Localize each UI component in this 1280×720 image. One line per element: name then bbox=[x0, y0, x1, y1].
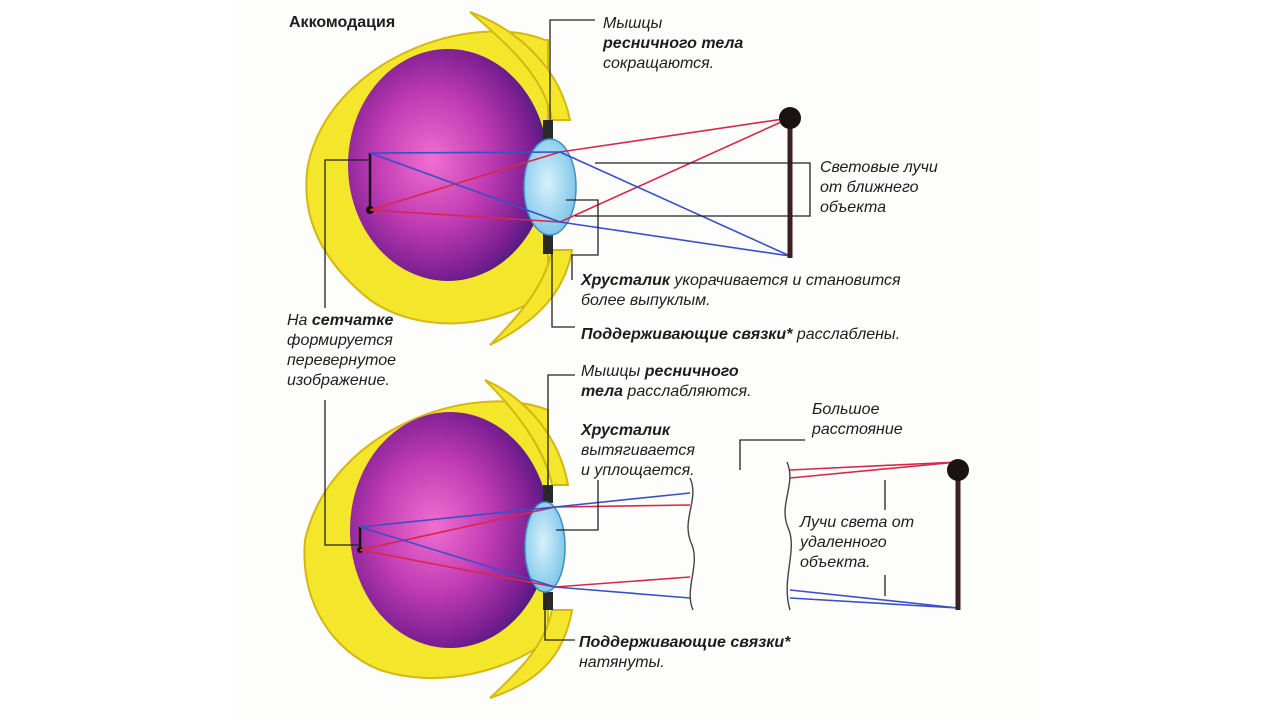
bottom-eyelid-lower bbox=[489, 609, 574, 699]
top-eyeball bbox=[348, 49, 548, 281]
top-muscles-label: Мышцы ресничного тела сокращаются. bbox=[603, 15, 744, 72]
top-ciliary-upper bbox=[543, 120, 553, 142]
top-eyelid-upper bbox=[469, 11, 572, 121]
bottom-ligaments-label: Поддерживающие связки* натянуты. bbox=[579, 634, 791, 671]
bottom-ciliary-lower bbox=[543, 592, 553, 610]
top-ciliary-lower bbox=[543, 232, 553, 254]
bottom-rays bbox=[359, 461, 959, 609]
distance-break bbox=[687, 461, 793, 611]
top-rays-label: Световые лучи от ближнего объекта bbox=[820, 159, 938, 216]
bottom-rays-label: Лучи света от удаленного объекта. bbox=[800, 514, 915, 571]
top-ligaments-label: Поддерживающие связки* расслаблены. bbox=[581, 326, 901, 343]
distance-label: Большое расстояние bbox=[812, 401, 903, 438]
near-object bbox=[779, 107, 801, 258]
bottom-eyelid-upper bbox=[484, 379, 570, 486]
top-lens-label: Хрусталик укорачивается и становится бол… bbox=[581, 272, 901, 309]
bottom-muscles-label: Мышцы ресничного тела расслабляются. bbox=[581, 363, 752, 400]
far-object bbox=[947, 459, 969, 610]
top-eye bbox=[305, 11, 577, 346]
bottom-eye bbox=[303, 379, 574, 699]
leader-lines bbox=[324, 19, 886, 641]
retina-label: На сетчатке формируется перевернутое изо… bbox=[287, 312, 397, 389]
top-rays bbox=[369, 117, 791, 257]
top-lens bbox=[523, 138, 577, 236]
bottom-lens bbox=[524, 501, 566, 593]
bottom-lens-label: Хрусталик вытягивается и уплощается. bbox=[581, 422, 695, 479]
page-title: Аккомодация bbox=[289, 14, 396, 31]
